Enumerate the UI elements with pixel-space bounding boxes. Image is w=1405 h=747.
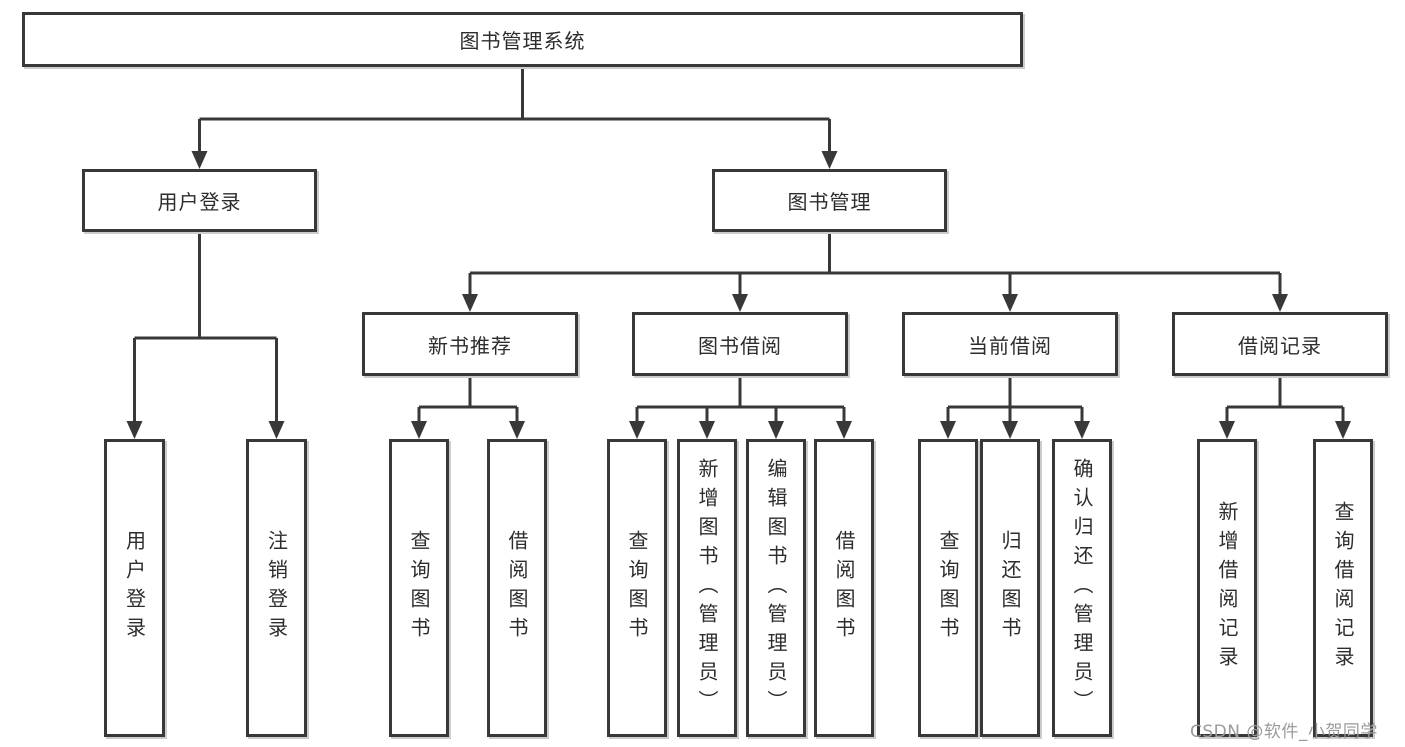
node-label: 编辑图书（管理员） xyxy=(764,457,788,719)
leaf-borrow-query-books: 查询图书 xyxy=(607,439,667,737)
leaf-current-query-books: 查询图书 xyxy=(918,439,978,737)
leaf-logout: 注销登录 xyxy=(246,439,307,737)
edge-borrow-records-to-leaves xyxy=(1225,376,1345,423)
node-label: 新书推荐 xyxy=(428,333,512,358)
node-new-book-recommend: 新书推荐 xyxy=(362,312,578,376)
node-label: 查询借阅记录 xyxy=(1331,501,1355,675)
node-label: 归还图书 xyxy=(998,530,1022,646)
node-label: 图书管理 xyxy=(787,190,872,214)
node-label: 当前借阅 xyxy=(968,333,1052,358)
node-label: 借阅图书 xyxy=(832,530,856,646)
node-label: 新增借阅记录 xyxy=(1215,501,1239,675)
node-label: 注销登录 xyxy=(264,530,289,646)
node-label: 图书管理系统 xyxy=(459,29,586,53)
node-label: 用户登录 xyxy=(157,190,242,214)
node-label: 确认归还（管理员） xyxy=(1070,457,1094,719)
node-label: 查询图书 xyxy=(625,530,649,646)
leaf-user-login: 用户登录 xyxy=(104,439,165,737)
edge-root-to-level2 xyxy=(198,67,831,153)
arrowheads xyxy=(126,151,1351,439)
edge-current-borrow-to-leaves xyxy=(946,376,1084,423)
leaf-current-confirm-return-admin: 确认归还（管理员） xyxy=(1052,439,1112,737)
node-user-login: 用户登录 xyxy=(82,169,317,232)
leaf-records-add-record: 新增借阅记录 xyxy=(1197,439,1257,737)
node-book-management-system: 图书管理系统 xyxy=(22,12,1023,67)
connector-edges xyxy=(133,67,1345,423)
leaf-records-query-record: 查询借阅记录 xyxy=(1313,439,1373,737)
leaf-borrow-edit-books-admin: 编辑图书（管理员） xyxy=(746,439,806,737)
leaf-newbook-borrow-books: 借阅图书 xyxy=(487,439,547,737)
node-label: 用户登录 xyxy=(122,530,147,646)
leaf-borrow-borrow-books: 借阅图书 xyxy=(814,439,874,737)
node-borrow-records: 借阅记录 xyxy=(1172,312,1388,376)
edge-book-management-to-level3 xyxy=(468,232,1282,296)
node-label: 查询图书 xyxy=(407,530,431,646)
node-book-borrow: 图书借阅 xyxy=(632,312,848,376)
leaf-current-return-books: 归还图书 xyxy=(980,439,1040,737)
node-label: 新增图书（管理员） xyxy=(695,457,719,719)
node-label: 借阅记录 xyxy=(1238,333,1322,358)
csdn-watermark: CSDN @软件_小贺同学 xyxy=(1190,722,1378,742)
edge-new-book-recommend-to-leaves xyxy=(417,376,519,423)
node-current-borrow: 当前借阅 xyxy=(902,312,1118,376)
leaf-borrow-add-books-admin: 新增图书（管理员） xyxy=(677,439,737,737)
node-book-management: 图书管理 xyxy=(712,169,947,232)
node-label: 查询图书 xyxy=(936,530,960,646)
leaf-newbook-query-books: 查询图书 xyxy=(389,439,449,737)
node-label: 借阅图书 xyxy=(505,530,529,646)
edge-book-borrow-to-leaves xyxy=(635,376,846,423)
node-label: 图书借阅 xyxy=(698,333,782,358)
edge-user-login-to-leaves xyxy=(133,232,278,423)
